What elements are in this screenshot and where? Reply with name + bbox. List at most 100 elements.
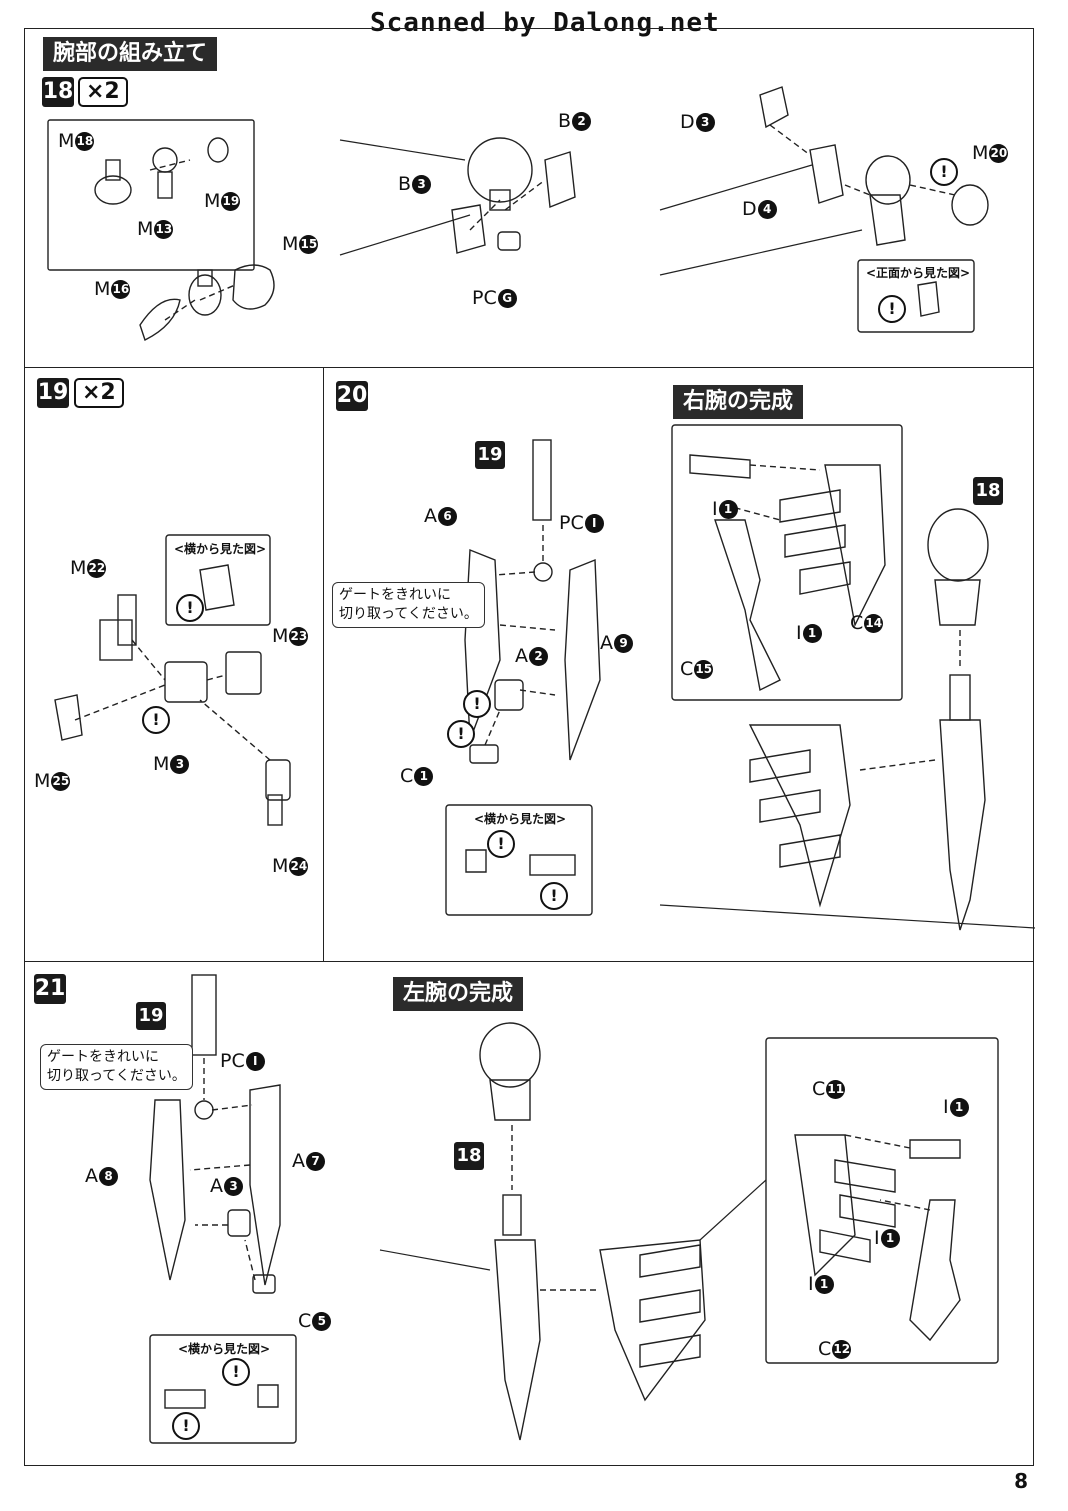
part-number-badge: 7: [306, 1152, 325, 1171]
gate-cut-note-20-line1: ゲートをきれいに: [339, 587, 451, 603]
part-number-badge: I: [584, 514, 604, 533]
warning-icon: !: [447, 720, 475, 748]
gate-cut-note-20: ゲートをきれいに 切り取ってください。: [332, 582, 485, 628]
panel-step-20: [323, 367, 1034, 962]
part-number-badge: 2: [529, 647, 548, 666]
part-runner: M: [34, 770, 51, 792]
part-runner: I: [943, 1096, 949, 1118]
part-number-badge: 24: [289, 857, 309, 876]
ref-step-19-a: 19: [475, 441, 505, 469]
warning-icon: !: [878, 295, 906, 323]
step-21-number: 21: [34, 974, 66, 1004]
arm-assembly-title: 腕部の組み立て: [43, 37, 218, 71]
part-number-badge: 6: [438, 507, 457, 526]
part-runner: PC: [559, 512, 584, 534]
side-view-label-19: <横から見た図>: [174, 542, 267, 556]
part-number-badge: 22: [87, 559, 107, 578]
part-number-badge: 25: [51, 772, 71, 791]
part-number-badge: 16: [111, 280, 131, 299]
gate-cut-note-21-line1: ゲートをきれいに: [47, 1049, 159, 1065]
warning-icon: !: [540, 882, 568, 910]
part-runner: C: [298, 1310, 312, 1332]
part-number-badge: 11: [826, 1080, 846, 1099]
part-number-badge: 5: [312, 1312, 332, 1331]
part-runner: M: [204, 190, 221, 212]
part-runner: M: [58, 130, 75, 152]
part-runner: M: [94, 278, 111, 300]
part-number-badge: G: [497, 289, 517, 308]
gate-cut-note-21-line2: 切り取ってください。: [47, 1068, 186, 1084]
step-19-number: 19: [37, 378, 69, 408]
part-runner: C: [818, 1338, 832, 1360]
part-number-badge: 23: [289, 627, 309, 646]
part-runner: D: [742, 198, 757, 220]
part-runner: B: [398, 173, 412, 195]
part-number-badge: 1: [949, 1098, 969, 1117]
step-18-number: 18: [42, 77, 74, 107]
part-runner: C: [400, 765, 414, 787]
step-20-number: 20: [336, 381, 368, 411]
part-runner: A: [292, 1150, 305, 1172]
step-19-quantity: ×2: [74, 378, 124, 408]
part-number-badge: 20: [989, 144, 1009, 163]
part-number-badge: 8: [99, 1167, 118, 1186]
part-runner: D: [680, 111, 695, 133]
warning-icon: !: [463, 690, 491, 718]
part-number-badge: 3: [170, 755, 190, 774]
part-runner: M: [137, 218, 154, 240]
part-runner: M: [70, 557, 87, 579]
part-number-badge: 3: [412, 175, 432, 194]
part-runner: I: [712, 498, 718, 520]
part-number-badge: 15: [299, 235, 319, 254]
part-runner: M: [282, 233, 299, 255]
part-number-badge: 13: [154, 220, 174, 239]
gate-cut-note-20-line2: 切り取ってください。: [339, 606, 478, 622]
part-runner: B: [558, 110, 572, 132]
warning-icon: !: [222, 1358, 250, 1386]
part-runner: I: [796, 622, 802, 644]
part-runner: A: [515, 645, 528, 667]
warning-icon: !: [176, 594, 204, 622]
warning-icon: !: [142, 706, 170, 734]
part-number-badge: 4: [757, 200, 777, 219]
part-number-badge: 3: [224, 1177, 243, 1196]
part-runner: PC: [472, 287, 497, 309]
scan-credit: Scanned by Dalong.net: [370, 8, 720, 38]
part-number-badge: 19: [221, 192, 241, 211]
part-number-badge: 9: [614, 634, 633, 653]
part-runner: M: [272, 855, 289, 877]
part-runner: A: [424, 505, 437, 527]
part-runner: A: [85, 1165, 98, 1187]
part-runner: A: [210, 1175, 223, 1197]
part-runner: I: [874, 1227, 880, 1249]
side-view-label-20: <横から見た図>: [474, 812, 567, 826]
part-number-badge: 14: [864, 614, 884, 633]
part-runner: C: [680, 658, 694, 680]
part-number-badge: 1: [880, 1229, 900, 1248]
